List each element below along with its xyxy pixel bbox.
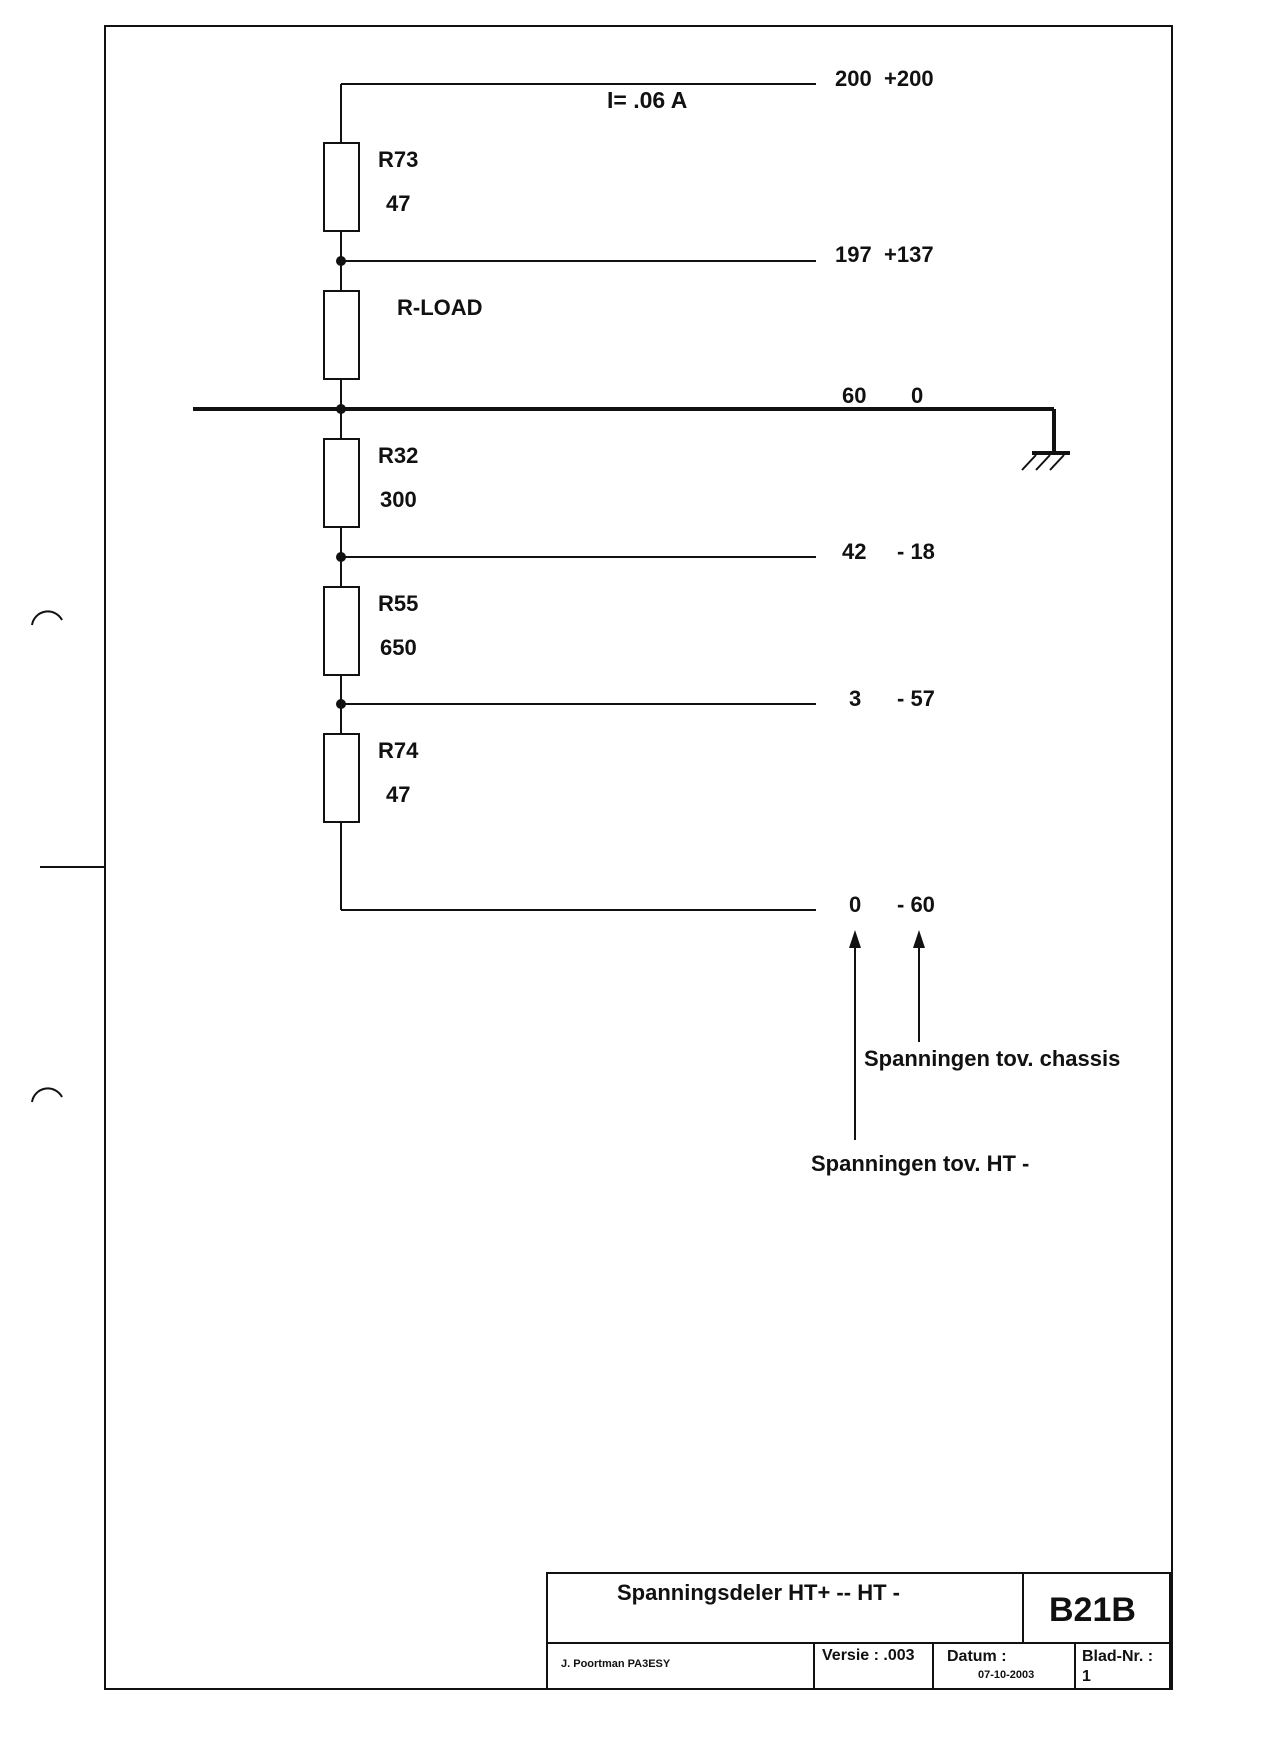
resistor-r55 bbox=[323, 586, 360, 676]
arrow-up-icon bbox=[913, 930, 925, 1042]
arrow-up-icon bbox=[849, 930, 861, 1140]
sheet-number-value: 1 bbox=[1082, 1668, 1091, 1685]
drawing-code: B21B bbox=[1049, 1591, 1136, 1629]
resistor-value-label: 47 bbox=[386, 782, 410, 807]
ht-reference-label: Spanningen tov. HT - bbox=[811, 1151, 1029, 1176]
tap-voltage-ht: 200 bbox=[835, 66, 872, 91]
junction-dot bbox=[336, 552, 346, 562]
resistor-name-label: R55 bbox=[378, 591, 418, 616]
version-label: Versie : .003 bbox=[822, 1647, 915, 1664]
tap-voltage-ht: 42 bbox=[842, 539, 866, 564]
resistor-name-label: R74 bbox=[378, 738, 419, 763]
punch-hole-bottom bbox=[31, 1087, 63, 1103]
sheet-number-label: Blad-Nr. : bbox=[1082, 1648, 1153, 1665]
tap-voltage-chassis: - 18 bbox=[897, 539, 935, 564]
tap-voltage-chassis: 0 bbox=[911, 383, 923, 408]
date-value: 07-10-2003 bbox=[978, 1669, 1034, 1681]
resistor-r73 bbox=[323, 142, 360, 232]
resistor-r-load bbox=[323, 290, 360, 380]
tap-voltage-ht: 3 bbox=[849, 686, 861, 711]
resistor-r74 bbox=[323, 733, 360, 823]
tap-voltage-ht: 60 bbox=[842, 383, 866, 408]
tap-voltage-ht: 0 bbox=[849, 892, 861, 917]
tap-voltage-chassis: - 60 bbox=[897, 892, 935, 917]
resistor-value-label: 300 bbox=[380, 487, 417, 512]
resistor-r32 bbox=[323, 438, 360, 528]
resistor-name-label: R32 bbox=[378, 443, 418, 468]
chassis-reference-label: Spanningen tov. chassis bbox=[864, 1046, 1120, 1071]
drawing-title: Spanningsdeler HT+ -- HT - bbox=[617, 1580, 900, 1605]
junction-dot bbox=[336, 699, 346, 709]
page-frame bbox=[104, 25, 1173, 1690]
junction-dot bbox=[336, 404, 346, 414]
resistor-name-label: R73 bbox=[378, 147, 418, 172]
resistor-value-label: 47 bbox=[386, 191, 410, 216]
date-label: Datum : bbox=[947, 1648, 1007, 1665]
resistor-value-label: 650 bbox=[380, 635, 417, 660]
tap-voltage-chassis: +200 bbox=[884, 66, 934, 91]
tap-voltage-chassis: +137 bbox=[884, 242, 934, 267]
resistor-name-label: R-LOAD bbox=[397, 295, 483, 320]
tap-voltage-ht: 197 bbox=[835, 242, 872, 267]
current-label: I= .06 A bbox=[607, 87, 687, 113]
tap-voltage-chassis: - 57 bbox=[897, 686, 935, 711]
author-label: J. Poortman PA3ESY bbox=[561, 1658, 671, 1670]
junction-dot bbox=[336, 256, 346, 266]
ground-icon bbox=[1021, 451, 1070, 471]
punch-hole-top bbox=[31, 610, 63, 626]
title-block bbox=[546, 1572, 1171, 1690]
